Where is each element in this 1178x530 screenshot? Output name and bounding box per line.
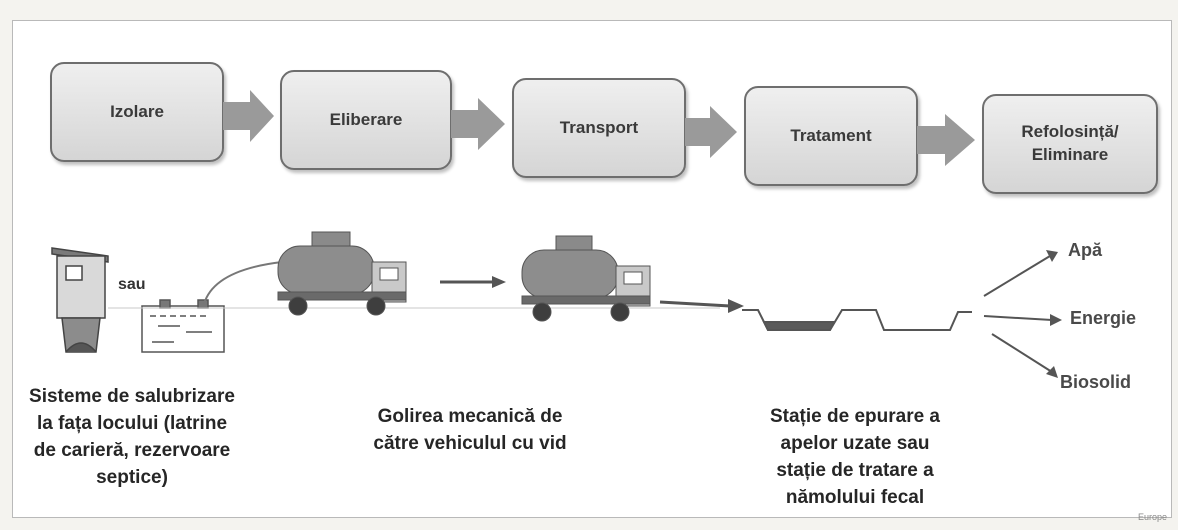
caption-mechanical-emptying: Golirea mecanică de către vehiculul cu v…	[373, 406, 567, 454]
output-biosolid: Biosolid	[1060, 372, 1131, 392]
or-label: sau	[118, 276, 146, 293]
corner-mark: Europe	[1138, 512, 1168, 522]
treatment-basins-icon	[742, 309, 972, 331]
arrow-to-water	[983, 255, 1051, 297]
vacuum-truck-icon-2	[521, 235, 651, 322]
latrine-icon	[51, 247, 109, 353]
step-transport: Transport	[512, 78, 686, 178]
caption-onsite-sanitation: Sisteme de salubrizare la fața locului (…	[29, 386, 235, 488]
output-energy: Energie	[1070, 308, 1137, 328]
block-arrow-2	[451, 98, 505, 150]
suction-hose	[203, 261, 283, 305]
septic-tank-icon	[141, 299, 225, 353]
caption-treatment-plant: Stație de epurare a apelor uzate sau sta…	[769, 406, 941, 508]
process-arrows	[223, 90, 975, 166]
block-arrow-3	[685, 106, 737, 158]
flow-arrow-1	[440, 276, 506, 288]
output-water: Apă	[1068, 240, 1103, 260]
vacuum-truck-icon	[277, 231, 407, 316]
output-arrows	[983, 250, 1062, 378]
flow-arrow-2	[659, 299, 744, 313]
block-arrow-1	[223, 90, 274, 142]
step-treatment: Tratament	[744, 86, 918, 186]
arrow-to-biosolid	[991, 333, 1053, 373]
block-arrow-4	[917, 114, 975, 166]
step-isolation: Izolare	[50, 62, 224, 162]
arrow-to-energy	[983, 315, 1053, 321]
step-reuse-disposal: Refolosință/ Eliminare	[982, 94, 1158, 194]
